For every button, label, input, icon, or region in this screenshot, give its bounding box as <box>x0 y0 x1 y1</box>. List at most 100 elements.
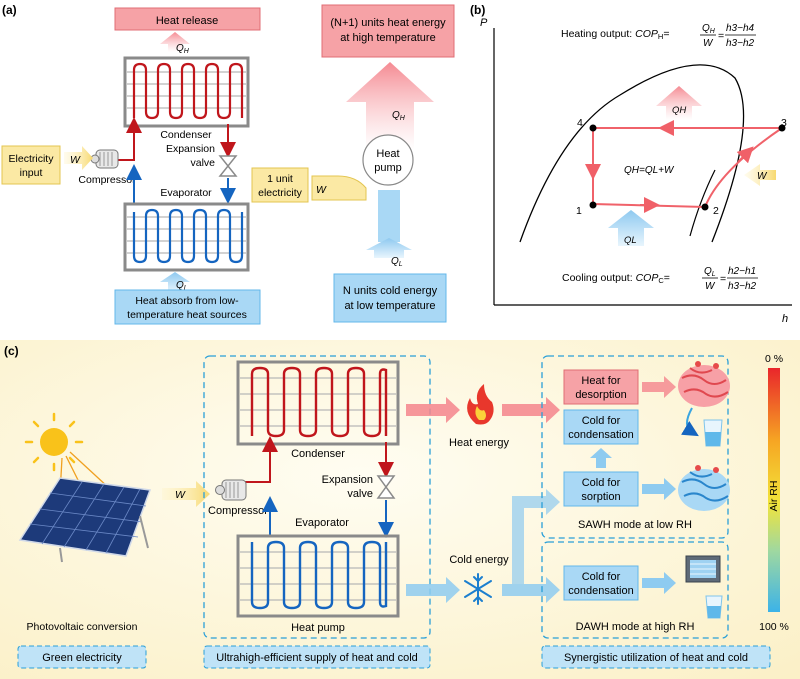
cycle-arrow-up <box>736 146 754 164</box>
condenser-label-a: Condenser <box>160 129 212 141</box>
sorption-arrow <box>642 478 676 500</box>
axis-p-label: P <box>480 17 488 29</box>
hot-line-c <box>240 436 278 483</box>
qh-arrow-b <box>656 86 702 120</box>
electricity-label-1: Electricity <box>9 153 55 165</box>
cooling-eq2: = <box>720 273 726 285</box>
cold-condensation-box-2 <box>563 565 639 601</box>
compressor-icon-a <box>90 149 119 169</box>
electricity-input-box <box>1 145 61 185</box>
ql-label-b: QL <box>624 235 637 246</box>
point-1 <box>589 201 597 209</box>
cold-sorption-label-1: Cold for <box>582 477 621 489</box>
rh-bottom-label: 100 % <box>759 621 789 633</box>
panel-c-label: (c) <box>4 344 19 358</box>
supply-label: Ultrahigh-efficient supply of heat and c… <box>216 652 418 664</box>
sawh-mode-label: SAWH mode at low RH <box>578 519 692 531</box>
cold-condensation-label-1b: condensation <box>568 429 633 441</box>
ql-label-a: QL <box>176 280 188 292</box>
hot-sorbent-mesh-icon <box>678 361 730 407</box>
condenser-fins-c <box>240 377 396 427</box>
condenser-coil-c <box>250 366 388 438</box>
units-high-label-2: at high temperature <box>340 32 435 44</box>
solar-panel-icon <box>18 477 152 563</box>
cold-energy-label: Cold energy <box>449 554 509 566</box>
center-equation: QH=QL+W <box>624 165 675 176</box>
compressor-icon-c <box>215 479 247 501</box>
point-3 <box>778 124 786 132</box>
heat-release-box <box>114 7 261 31</box>
condensation-arrow <box>642 572 676 594</box>
heat-release-label: Heat release <box>156 15 218 27</box>
heating-den-h: h3−h2 <box>726 38 755 49</box>
synergy-label: Synergistic utilization of heat and cold <box>564 652 748 664</box>
cooling-cop-formula: Cooling output: COPC= <box>562 272 670 285</box>
cold-column <box>378 190 400 242</box>
heat-flow-arrow-1 <box>406 397 460 423</box>
cold-sorbent-mesh-icon <box>678 465 730 511</box>
ql-arrow-b <box>608 210 654 246</box>
unit-electricity-box <box>251 167 309 203</box>
w-label-a: W <box>70 154 81 166</box>
heating-w-den: W <box>703 38 714 49</box>
green-electricity-box <box>17 645 147 669</box>
evaporator-coil-a <box>132 208 244 264</box>
qh-up-arrow <box>160 32 190 52</box>
heat-desorption-label-2: desorption <box>575 389 626 401</box>
heating-qh-num: QH <box>702 23 716 35</box>
units-high-label-1: (N+1) units heat energy <box>330 17 446 29</box>
point-3-label: 3 <box>781 117 787 129</box>
qh-label-a: QH <box>176 43 190 55</box>
condenser-coil-a <box>132 62 244 120</box>
heat-absorb-label-1: Heat absorb from low- <box>135 295 239 307</box>
synergy-box <box>541 645 771 669</box>
evaporator-fins-c <box>240 551 396 601</box>
flame-icon <box>467 384 494 425</box>
evaporator-label-c: Evaporator <box>295 517 349 529</box>
snowflake-icon <box>464 573 492 605</box>
qh-label-b: QH <box>672 105 686 116</box>
pv-label: Photovoltaic conversion <box>27 621 138 633</box>
heat-energy-label: Heat energy <box>449 437 509 449</box>
heat-pump-circle <box>362 134 414 186</box>
heat-pump-label-1: Heat <box>376 148 399 160</box>
cold-sorption-box <box>563 471 639 507</box>
sawh-dashed-box <box>541 355 729 539</box>
evaporator-label-a: Evaporator <box>160 187 212 199</box>
expansion-valve-icon-a <box>218 155 238 177</box>
panel-b-label: (b) <box>470 3 485 17</box>
cold-condensation-label-1a: Cold for <box>582 415 621 427</box>
w-arrow-b <box>744 164 776 186</box>
condenser-frame-a <box>123 56 250 128</box>
expansion-label-a2: valve <box>190 157 215 169</box>
w-label-c: W <box>175 489 186 501</box>
compressor-label-c: Compressor <box>208 505 268 517</box>
heat-flow-arrow-2 <box>502 397 560 423</box>
rh-gradient-bar <box>768 368 780 612</box>
expansion-valve-icon-c <box>376 475 396 499</box>
cooling-num-h: h2−h1 <box>728 266 756 277</box>
heat-desorption-box <box>563 369 639 405</box>
rh-top-label: 0 % <box>765 353 783 365</box>
cold-condensation-label-2b: condensation <box>568 585 633 597</box>
point-4-label: 4 <box>577 117 583 129</box>
w-label-a2: W <box>316 184 327 196</box>
panel-a: (a) Heat release QH Condenser Expansion … <box>1 3 455 325</box>
sun-icon <box>24 412 84 472</box>
axis-h-label: h <box>782 313 788 325</box>
heating-eq2: = <box>718 30 724 42</box>
unit-elec-label-1: 1 unit <box>267 173 293 185</box>
green-electricity-label: Green electricity <box>42 652 122 664</box>
point-4 <box>589 124 597 132</box>
cooling-ql-num: QL <box>704 266 716 278</box>
isentrope-curve <box>689 169 716 237</box>
heat-pump-label-c: Heat pump <box>291 622 345 634</box>
w-arrow-a <box>64 146 93 170</box>
units-cold-label-2: at low temperature <box>344 300 435 312</box>
cooling-den-h: h3−h2 <box>728 281 757 292</box>
desorption-arrow <box>642 376 676 398</box>
heat-pump-dashed-box <box>203 355 431 639</box>
panel-a-label: (a) <box>2 3 17 17</box>
units-cold-label-1: N units cold energy <box>343 285 438 297</box>
